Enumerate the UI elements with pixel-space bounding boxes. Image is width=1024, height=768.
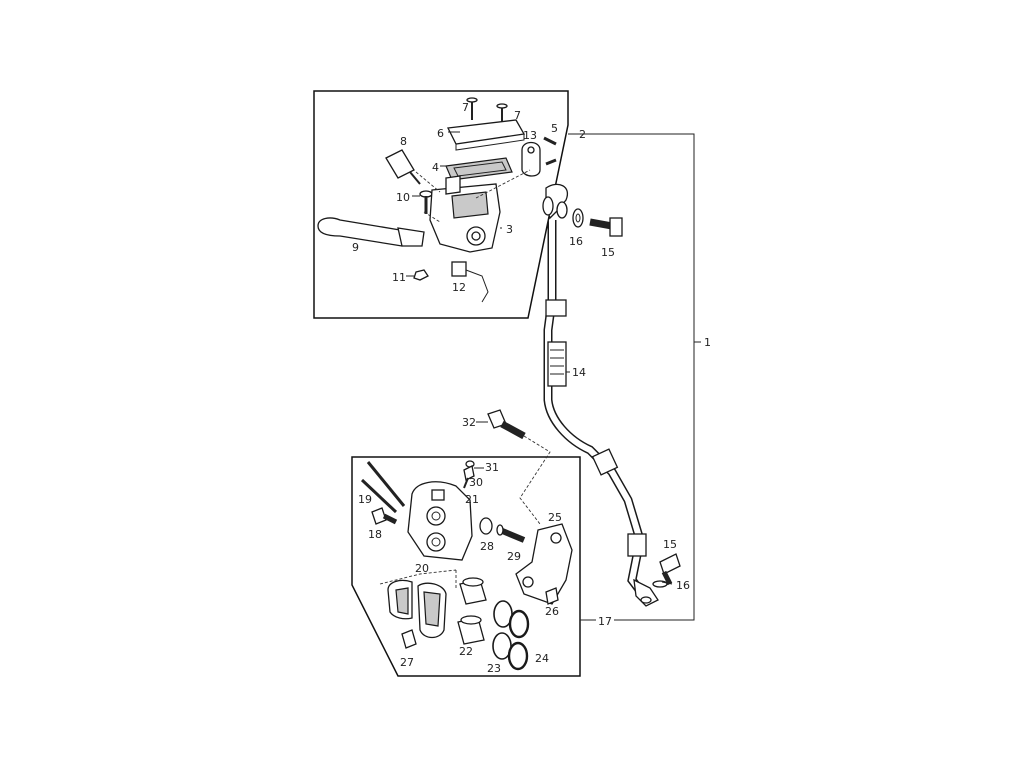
callout-29: 29: [507, 550, 521, 563]
callout-31: 31: [485, 461, 499, 474]
spring-27: [401, 629, 417, 649]
washer-16c: [652, 580, 668, 588]
callout-3: 3: [506, 223, 513, 236]
caliper-body-21: [407, 481, 473, 561]
callout-18: 18: [368, 528, 382, 541]
caliper-frame: [351, 456, 581, 677]
callout-8: 8: [400, 135, 407, 148]
callout-16a: 16: [569, 235, 583, 248]
nut-11: [413, 269, 429, 281]
brake-hose-14: [543, 220, 648, 599]
clip-26: [545, 587, 559, 605]
callout-7a: 7: [462, 101, 469, 114]
bolt-32: [487, 409, 526, 440]
mirror-holder-13: [521, 141, 541, 177]
callout-15a: 15: [601, 246, 615, 259]
callout-25: 25: [548, 511, 562, 524]
callout-26: 26: [545, 605, 559, 618]
banjo-fitting-bottom: [633, 578, 659, 607]
callout-27: 27: [400, 656, 414, 669]
pistons-22: [457, 577, 487, 645]
callout-17: 17: [598, 615, 612, 628]
callout-22: 22: [459, 645, 473, 658]
bolt-10: [419, 190, 433, 214]
callout-20: 20: [415, 562, 429, 575]
callout-12: 12: [452, 281, 466, 294]
brake-pads-20: [387, 579, 447, 639]
callout-24: 24: [535, 652, 549, 665]
callout-15b: 15: [663, 538, 677, 551]
pins-19: [360, 461, 406, 514]
brake-lever-9: [317, 217, 425, 247]
pin-29: [496, 524, 526, 543]
callout-1: 1: [704, 336, 711, 349]
banjo-bolt-15a: [589, 217, 623, 237]
bolt-18: [371, 507, 398, 525]
callout-6: 6: [437, 127, 444, 140]
callout-13: 13: [523, 129, 537, 142]
washer-16b: [572, 208, 584, 228]
callout-10: 10: [396, 191, 410, 204]
callout-2: 2: [579, 128, 586, 141]
screw-7a: [466, 97, 478, 120]
reservoir-cap: [447, 119, 526, 151]
washer-16a: [542, 196, 554, 216]
bracket-lines: [568, 133, 701, 621]
bolt-5: [543, 136, 557, 166]
brake-switch-8: [385, 149, 421, 185]
callout-32: 32: [462, 416, 476, 429]
diaphragm-plate: [445, 157, 513, 181]
callout-labels: 7 7 6 5 13 2 8 4 10 3 9 11 12 16 15 1 14…: [352, 101, 711, 675]
boot-28: [479, 517, 493, 535]
callout-30: 30: [469, 476, 483, 489]
callout-11: 11: [392, 271, 406, 284]
bleeder-30-31: [463, 460, 475, 489]
seals-23-24: [492, 600, 530, 671]
callout-21: 21: [465, 493, 479, 506]
banjo-bolt-15b: [659, 553, 681, 586]
callout-leaders: [406, 131, 673, 585]
bracket-25: [515, 523, 573, 605]
callout-9: 9: [352, 241, 359, 254]
switch-12: [451, 261, 489, 303]
callout-5: 5: [551, 122, 558, 135]
callout-28: 28: [480, 540, 494, 553]
callout-4: 4: [432, 161, 439, 174]
callout-16b: 16: [676, 579, 690, 592]
mc-dashed-leaders: [415, 169, 531, 223]
master-cylinder-body: [429, 175, 501, 253]
callout-14: 14: [572, 366, 586, 379]
callout-7b: 7: [514, 109, 521, 122]
caliper-dashed-leaders: [379, 569, 457, 590]
bolt-32-leader: [519, 435, 551, 525]
callout-23: 23: [487, 662, 501, 675]
callout-19: 19: [358, 493, 372, 506]
